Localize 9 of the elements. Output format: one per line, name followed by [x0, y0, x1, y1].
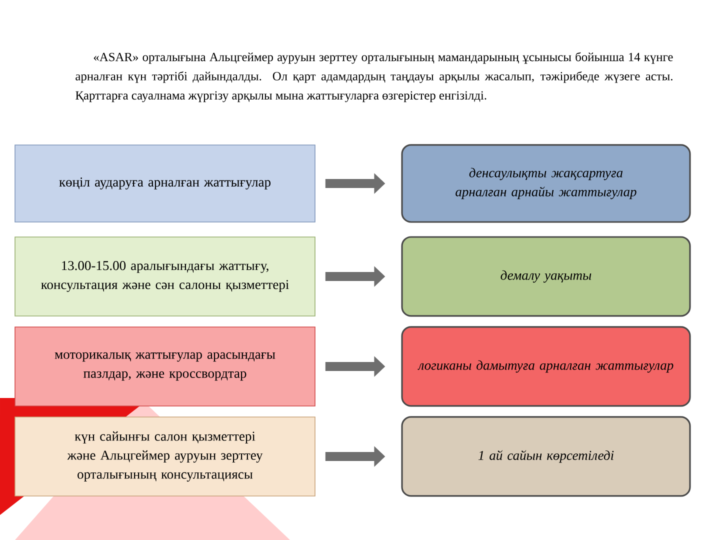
activity-box: көңіл аударуға арналған жаттығулар: [14, 144, 316, 222]
result-box: 1 ай сайын көрсетіледі: [401, 416, 691, 497]
activity-box: күн сайынғы салон қызметтері және Альцгеймер ауруын зерттеу орталығының консультациясы: [14, 416, 316, 496]
intro-paragraph: «ASAR» орталығына Альцгеймер ауруын зерттеу орталығының мамандарының ұсынысы бойынша 14 күнге арналған күн тәртібі дайындалды. Ол қарт адамдардың таңдауы арқылы жасалып, тәжірибеде жүзеге асты. Қарттарға сауалнама жүргізу арқылы мына жаттығуларға өзгерістер енгізілді.: [76, 52, 673, 102]
activity-box: 13.00-15.00 аралығындағы жаттығу, консультация және сән салоны қызметтері: [14, 236, 316, 316]
activity-box: моторикалық жаттығулар арасындағы пазлдар, және кроссвордтар: [14, 326, 316, 406]
result-box: денсаулықты жақсартуға арналған арнайы жаттығулар: [401, 144, 691, 223]
result-box: демалу уақыты: [401, 236, 691, 317]
result-box: логиканы дамытуға арналған жаттығулар: [401, 326, 691, 407]
